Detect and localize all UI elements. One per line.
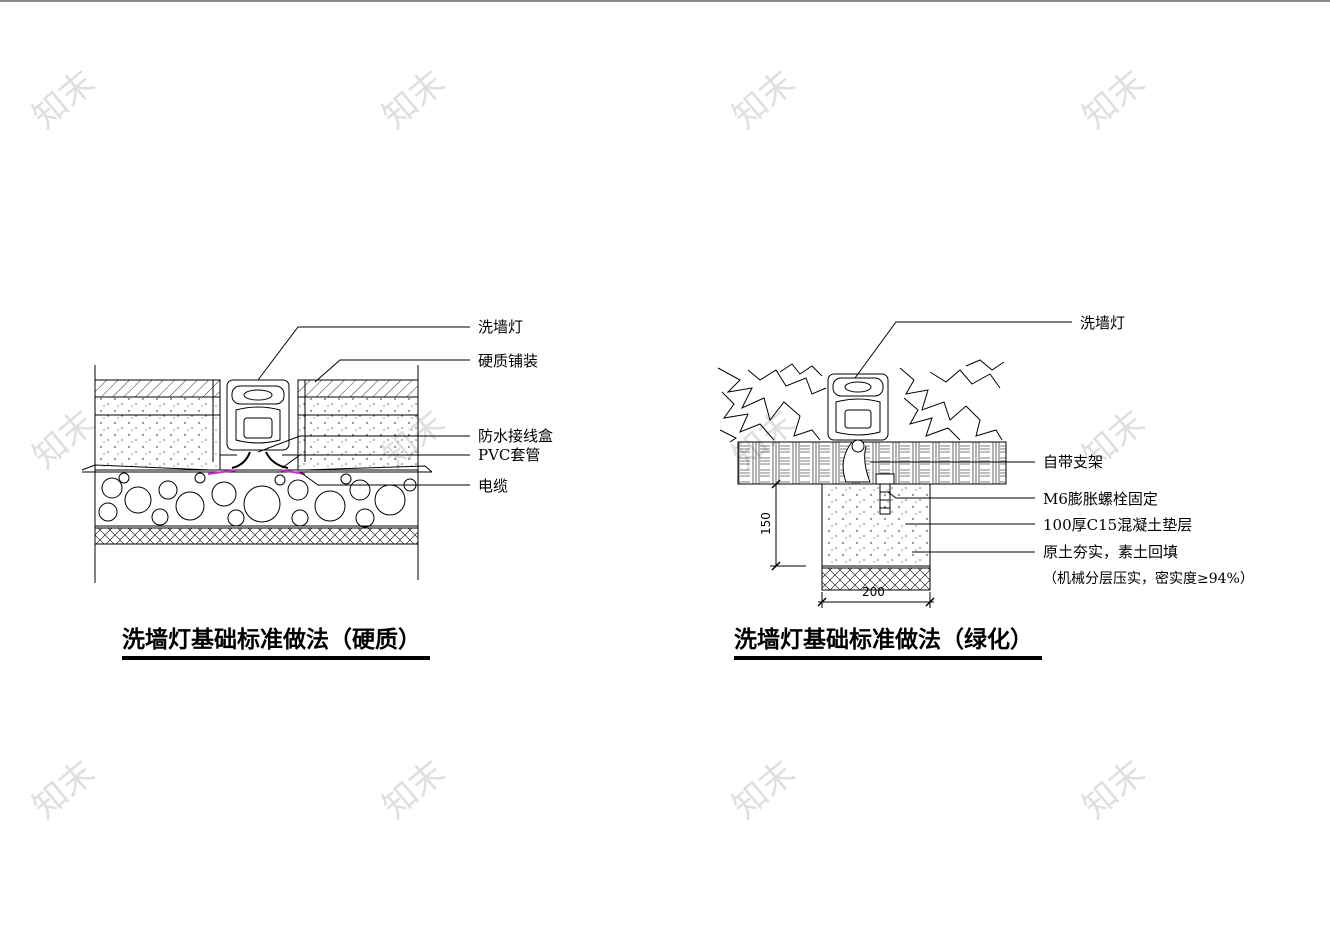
paving-layer	[297, 379, 419, 398]
lamp-body-right	[827, 373, 889, 441]
label-compaction: （机械分层压实，密实度≥94%）	[1043, 570, 1254, 587]
cable	[231, 451, 289, 469]
bracket	[842, 441, 871, 483]
label-concrete: 100厚C15混凝土垫层	[1043, 516, 1192, 534]
soil-layer	[94, 527, 419, 545]
paving-layer	[94, 379, 221, 398]
label-cable: 电缆	[478, 477, 508, 495]
label-bolt: M6膨胀螺栓固定	[1043, 490, 1158, 508]
anchor-bolt	[875, 473, 895, 515]
planting-layer	[737, 441, 1007, 485]
watermark: 知末	[1075, 753, 1153, 827]
watermark: 知末	[25, 63, 103, 137]
watermark: 知末	[1075, 63, 1153, 137]
watermark: 知末	[25, 403, 103, 477]
title-right: 洗墙灯基础标准做法（绿化）	[734, 626, 1033, 653]
watermark: 知末	[725, 63, 803, 137]
label-pvc-sleeve: PVC套管	[478, 446, 540, 464]
concrete-layer	[297, 414, 419, 471]
title-left: 洗墙灯基础标准做法（硬质）	[122, 626, 421, 653]
dimension-width: 200	[862, 585, 885, 599]
left-detail	[81, 326, 470, 583]
label-backfill: 原土夯实，素土回填	[1043, 543, 1178, 561]
watermark: 知末	[725, 753, 803, 827]
label-lamp-right: 洗墙灯	[1080, 314, 1125, 332]
concrete-block	[821, 483, 931, 567]
pvc-sleeve	[207, 469, 306, 475]
label-lamp: 洗墙灯	[478, 318, 523, 336]
lamp-body-left	[226, 379, 290, 451]
gravel-layer	[98, 472, 417, 528]
right-detail	[717, 321, 1072, 608]
watermark: 知末	[25, 753, 103, 827]
label-paving: 硬质铺装	[478, 352, 538, 370]
plant-foliage-left	[717, 363, 827, 443]
watermark: 知末	[375, 753, 453, 827]
dimension-height: 150	[759, 512, 773, 535]
label-bracket: 自带支架	[1043, 453, 1103, 471]
concrete-layer	[94, 414, 221, 471]
plant-foliage-right	[899, 359, 1005, 441]
label-junction-box: 防水接线盒	[478, 427, 553, 445]
watermark: 知末	[375, 63, 453, 137]
